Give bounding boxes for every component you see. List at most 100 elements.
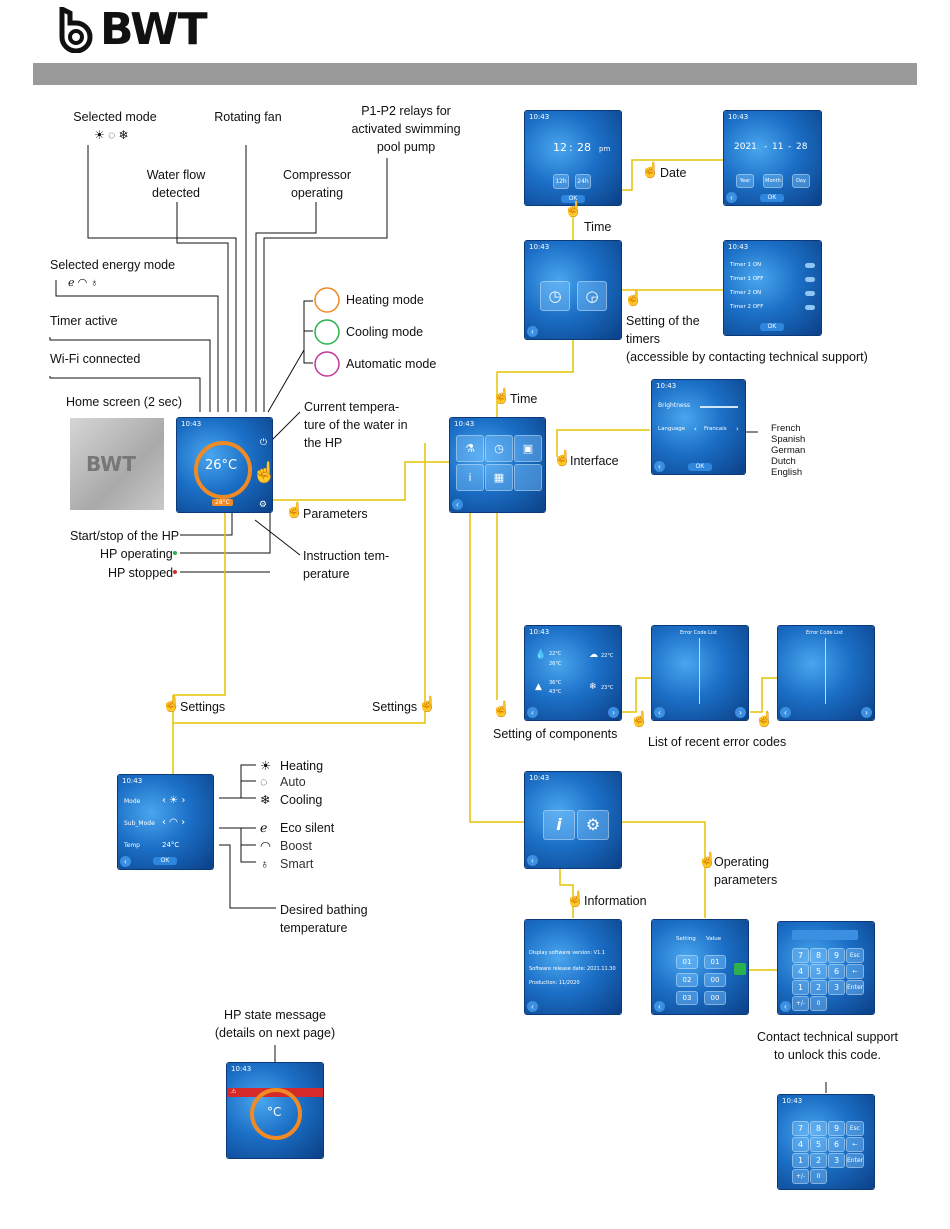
12h-button[interactable]: 12h	[553, 174, 569, 189]
key-7[interactable]: 7	[792, 948, 809, 963]
time-hour[interactable]: 12	[553, 141, 567, 154]
timer-2-on-toggle[interactable]	[805, 291, 815, 296]
param-row-2-setting[interactable]: 02	[676, 973, 698, 987]
components-screen[interactable]: 10:43 💧 22°C 26°C ☁ 22°C ▲ 36°C 43°C ❄ 2…	[525, 626, 621, 720]
interface-screen[interactable]: 10:43 Brightness Language ‹ Francais › O…	[652, 380, 745, 474]
back-button[interactable]: ‹	[654, 461, 665, 472]
key-6[interactable]: 6	[828, 964, 845, 979]
backspace-key[interactable]: ←	[846, 1137, 864, 1152]
operating-params-screen[interactable]: Setting Value 01 01 02 00 03 00 ‹	[652, 920, 748, 1014]
back-button[interactable]: ‹	[654, 1001, 665, 1012]
key-3[interactable]: 3	[828, 1153, 845, 1168]
back-button[interactable]: ‹	[120, 856, 131, 867]
key-6[interactable]: 6	[828, 1137, 845, 1152]
key-8[interactable]: 8	[810, 948, 827, 963]
display-icon[interactable]: ▣	[514, 435, 542, 462]
clock-icon[interactable]: ◷	[485, 435, 513, 462]
timer-1-off-toggle[interactable]	[805, 277, 815, 282]
key-3[interactable]: 3	[828, 980, 845, 995]
components-icon[interactable]: ⚗	[456, 435, 484, 462]
timers-screen[interactable]: 10:43 ◷ ◶ ‹	[525, 241, 621, 339]
param-row-3-setting[interactable]: 03	[676, 991, 698, 1005]
back-button[interactable]: ‹	[654, 707, 665, 718]
time-minute[interactable]: 28	[577, 141, 591, 154]
settings-mode-value[interactable]: ‹ ☀ ›	[162, 795, 186, 806]
brightness-slider[interactable]	[700, 406, 738, 408]
settings-submode-value[interactable]: ‹ ◠ ›	[162, 817, 186, 828]
time-ampm[interactable]: pm	[599, 145, 611, 153]
ok-button[interactable]: OK	[760, 194, 784, 202]
key-0[interactable]: 0	[810, 996, 827, 1011]
key-5[interactable]: 5	[810, 1137, 827, 1152]
timer-icon[interactable]: ◶	[577, 281, 607, 311]
key-7[interactable]: 7	[792, 1121, 809, 1136]
sign-key[interactable]: +/-	[792, 996, 809, 1011]
key-5[interactable]: 5	[810, 964, 827, 979]
gear-icon[interactable]: ⚙	[577, 810, 609, 840]
key-1[interactable]: 1	[792, 980, 809, 995]
param-row-1-setting[interactable]: 01	[676, 955, 698, 969]
timer-list-screen[interactable]: 10:43 Timer 1 ON Timer 1 OFF Timer 2 ON …	[724, 241, 821, 335]
settings-temp-value[interactable]: 24°C	[162, 841, 180, 849]
back-button[interactable]: ‹	[780, 707, 791, 718]
key-4[interactable]: 4	[792, 1137, 809, 1152]
lock-icon[interactable]	[734, 963, 746, 975]
key-8[interactable]: 8	[810, 1121, 827, 1136]
clock-icon[interactable]: ◷	[540, 281, 570, 311]
settings-gear-icon[interactable]: ⚙	[258, 500, 267, 510]
back-button[interactable]: ‹	[780, 1001, 791, 1012]
timer-2-off-toggle[interactable]	[805, 305, 815, 310]
home-screen[interactable]: 10:43 26°C 28°C ⏻ ⚙	[177, 418, 272, 512]
back-button[interactable]: ‹	[527, 326, 538, 337]
next-button[interactable]: ›	[861, 707, 872, 718]
key-4[interactable]: 4	[792, 964, 809, 979]
time-screen[interactable]: 10:43 12 : 28 pm 12h 24h OK	[525, 111, 621, 205]
power-icon[interactable]: ⏻	[259, 438, 267, 448]
key-9[interactable]: 9	[828, 948, 845, 963]
error-list-icon[interactable]: ▦	[485, 464, 513, 491]
key-0[interactable]: 0	[810, 1169, 827, 1184]
ok-button[interactable]: OK	[561, 195, 585, 203]
info-icon[interactable]: i	[456, 464, 484, 491]
month-button[interactable]: Month	[763, 174, 783, 188]
back-button[interactable]: ‹	[527, 1001, 538, 1012]
enter-key[interactable]: Enter	[846, 1153, 864, 1168]
esc-key[interactable]: Esc	[846, 1121, 864, 1136]
ok-button[interactable]: OK	[153, 857, 177, 865]
back-button[interactable]: ‹	[527, 855, 538, 866]
back-button[interactable]: ‹	[452, 499, 463, 510]
ok-button[interactable]: OK	[688, 463, 712, 471]
date-day[interactable]: 28	[796, 142, 808, 152]
ok-button[interactable]: OK	[760, 323, 784, 331]
key-1[interactable]: 1	[792, 1153, 809, 1168]
year-button[interactable]: Year	[736, 174, 754, 188]
parameters-menu-screen[interactable]: 10:43 ⚗ ◷ ▣ i ▦ ‹	[450, 418, 545, 512]
next-button[interactable]: ›	[735, 707, 746, 718]
info-icon[interactable]: i	[543, 810, 575, 840]
key-9[interactable]: 9	[828, 1121, 845, 1136]
settings-screen[interactable]: 10:43 Mode ‹ ☀ › Sub_Mode ‹ ◠ › Temp 24°…	[118, 775, 213, 869]
sign-key[interactable]: +/-	[792, 1169, 809, 1184]
error-list-screen-1[interactable]: Error Code List ‹ ›	[652, 626, 748, 720]
date-year[interactable]: 2021	[734, 142, 757, 152]
backspace-key[interactable]: ←	[846, 964, 864, 979]
info-menu-screen[interactable]: 10:43 i ⚙ ‹	[525, 772, 621, 868]
timer-1-on-toggle[interactable]	[805, 263, 815, 268]
param-row-1-value[interactable]: 01	[704, 955, 726, 969]
enter-key[interactable]: Enter	[846, 980, 864, 995]
date-month[interactable]: 11	[772, 142, 784, 152]
back-button[interactable]: ‹	[726, 192, 737, 203]
key-2[interactable]: 2	[810, 1153, 827, 1168]
esc-key[interactable]: Esc	[846, 948, 864, 963]
24h-button[interactable]: 24h	[575, 174, 591, 189]
back-button[interactable]: ‹	[527, 707, 538, 718]
param-row-3-value[interactable]: 00	[704, 991, 726, 1005]
language-value[interactable]: Francais	[704, 426, 727, 432]
date-screen[interactable]: 10:43 2021 - 11 - 28 Year Month Day OK ‹	[724, 111, 821, 205]
error-list-screen-2[interactable]: Error Code List ‹ ›	[778, 626, 874, 720]
key-2[interactable]: 2	[810, 980, 827, 995]
param-row-2-value[interactable]: 00	[704, 973, 726, 987]
next-button[interactable]: ›	[608, 707, 619, 718]
